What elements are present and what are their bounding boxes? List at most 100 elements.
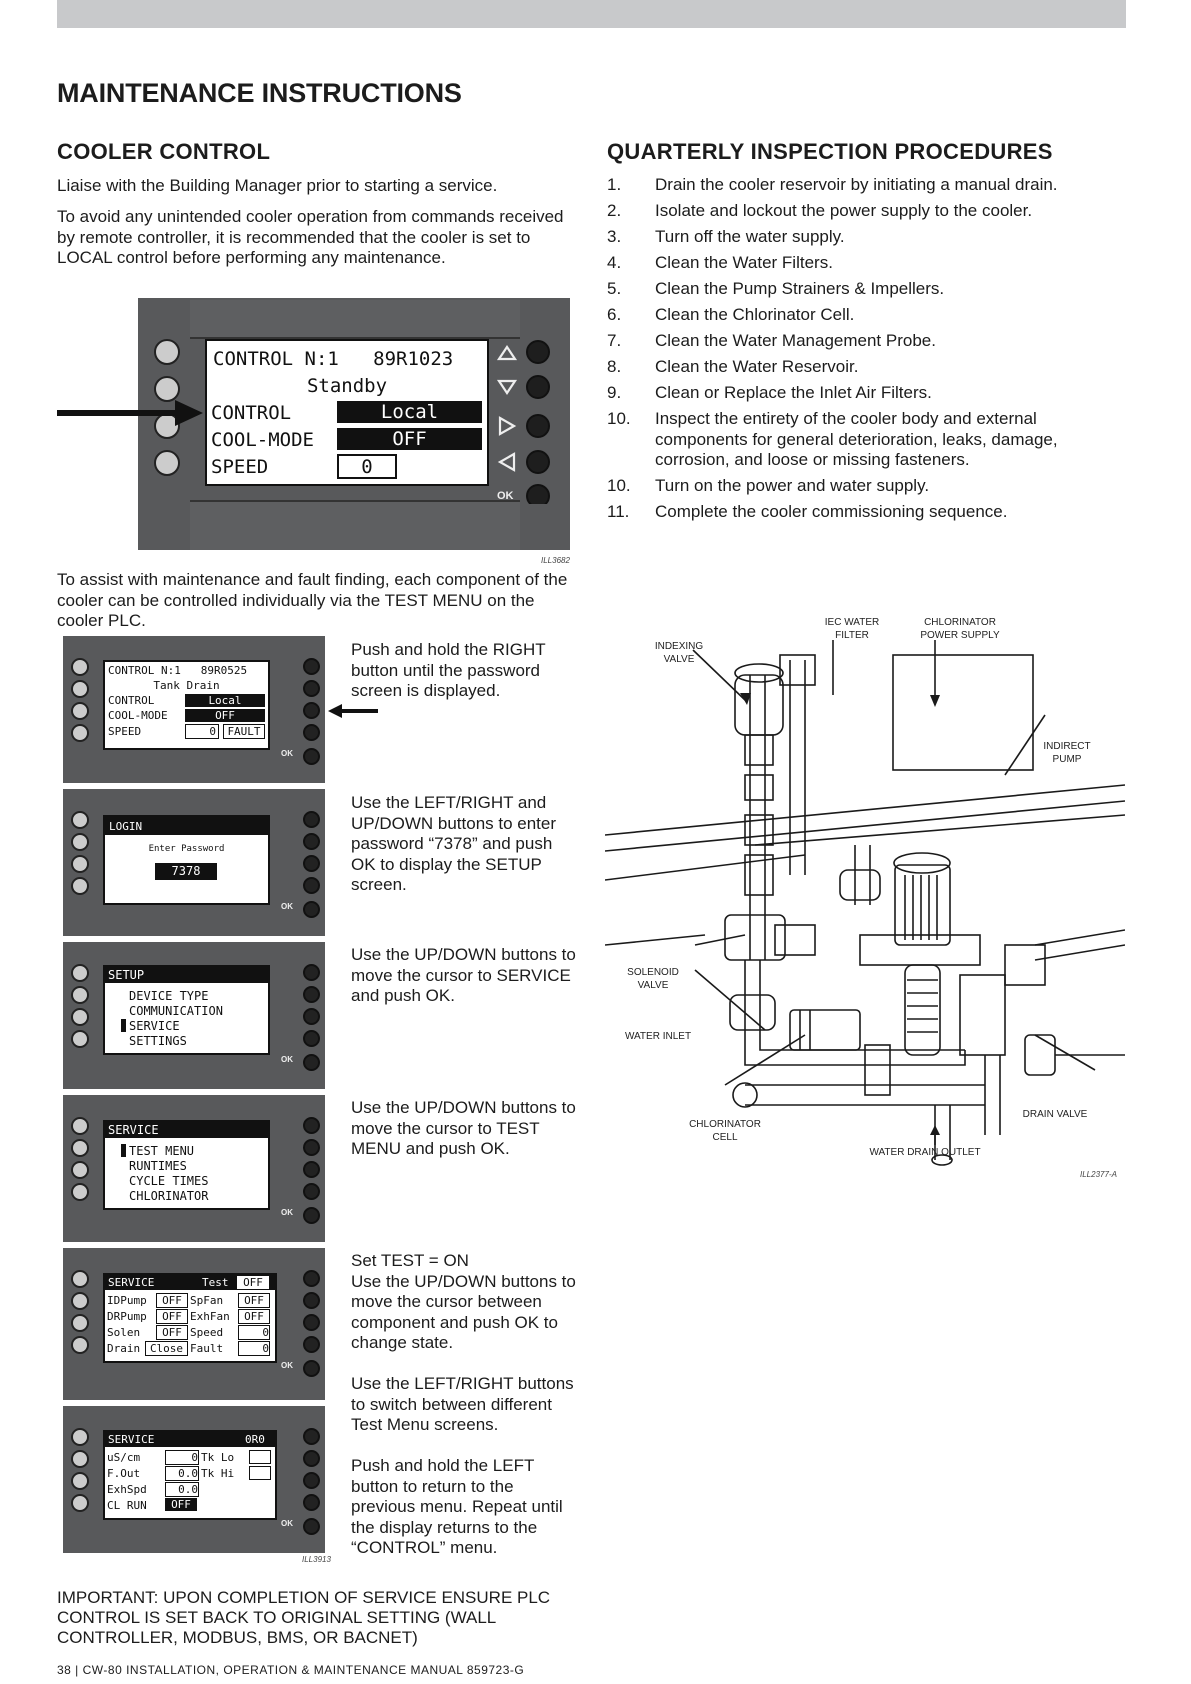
cooler-control-heading: COOLER CONTROL [57,139,271,164]
step-controller-right-button[interactable] [303,877,320,894]
step-controller-button[interactable] [71,1183,89,1201]
step-controller-right-button[interactable] [303,1450,320,1467]
step-controller-button[interactable] [71,964,89,982]
s5-test-label: Test [202,1276,229,1289]
step-controller-ok-button[interactable] [303,901,320,918]
controller-left-button-2[interactable] [154,376,180,402]
step-controller-button[interactable] [71,1336,89,1354]
step-controller-button[interactable] [71,1270,89,1288]
step-controller-button[interactable] [71,855,89,873]
controller-right-keypad: OK [496,340,550,504]
procedure-item: 10.Turn on the power and water supply. [607,476,930,495]
controller-screen-large: CONTROL N:1 89R1023 Standby CONTROL Loca… [205,339,489,486]
step-controller-button[interactable] [71,811,89,829]
screen-coolmode-value: OFF [337,428,482,450]
ok-label: OK [281,1208,293,1217]
step-controller-button[interactable] [71,986,89,1004]
s3-communication: COMMUNICATION [129,1004,223,1018]
s2-password-value: 7378 [155,863,217,880]
quarterly-procedures-list: 1.Drain the cooler reservoir by initiati… [607,175,1127,528]
s1-coolmode-value: OFF [185,709,265,722]
s5-service-title: SERVICE [108,1276,155,1289]
step-controller-button[interactable] [71,1117,89,1135]
s6-tkhi-label: Tk Hi [201,1467,235,1480]
step-controller-ok-button[interactable] [303,1360,320,1377]
chlorinator-power-supply-box [892,654,1034,771]
screen-speed-label: SPEED [211,456,269,478]
down-arrow-icon [496,379,518,395]
screen-control-value: Local [337,401,482,423]
s6-service-title: SERVICE [108,1433,155,1446]
step-controller-right-button[interactable] [303,1161,320,1178]
step-1-text: Push and hold the RIGHT button until the… [351,640,546,700]
step-controller-ok-button[interactable] [303,748,320,765]
step-controller-right-button[interactable] [303,1292,320,1309]
step-controller-right-button[interactable] [303,680,320,697]
step-controller-right-button[interactable] [303,964,320,981]
procedure-item: 10.Inspect the entirety of the cooler bo… [607,409,1058,469]
s4-chlorinator: CHLORINATOR [129,1189,209,1203]
header-bar [57,0,1126,28]
step-controller-button[interactable] [71,1450,89,1468]
s4-cycle-times: CYCLE TIMES [129,1174,209,1188]
controller-left-button-1[interactable] [154,339,180,365]
s5-test-value: OFF [237,1276,269,1289]
step-controller-button[interactable] [71,1030,89,1048]
step-controller-right-button[interactable] [303,1428,320,1445]
step-controller-right-button[interactable] [303,724,320,741]
step-3-text: Use the UP/DOWN buttons to move the curs… [351,945,576,1005]
step-controller-button[interactable] [71,1494,89,1512]
screen-control-label: CONTROL [211,402,292,424]
step-controller-right-button[interactable] [303,811,320,828]
cooler-control-intro: Liaise with the Building Manager prior t… [57,176,498,195]
step-controller-button[interactable] [71,1008,89,1026]
step-controller-button[interactable] [71,724,89,742]
procedure-item: 11.Complete the cooler commissioning seq… [607,502,1008,521]
label-chlorinator-cell: CHLORINATOR CELL [689,1119,761,1143]
step-controller-ok-button[interactable] [303,1207,320,1224]
step-controller-right-button[interactable] [303,1183,320,1200]
step-controller-right-button[interactable] [303,1314,320,1331]
step-controller-right-button[interactable] [303,855,320,872]
ok-label: OK [281,1519,293,1528]
controller-left-button-4[interactable] [154,450,180,476]
screen-line-title: CONTROL N:1 89R1023 [213,348,454,370]
step-controller-ok-button[interactable] [303,1518,320,1535]
ok-label: OK [281,902,293,911]
step-controller-right-button[interactable] [303,1336,320,1353]
step-controller-button[interactable] [71,1161,89,1179]
step-controller-right-button[interactable] [303,1030,320,1047]
label-drain-valve: DRAIN VALVE [1022,1109,1088,1120]
step-controller-right-button[interactable] [303,702,320,719]
step-controller-right-button[interactable] [303,1117,320,1134]
s6-clrun-label: CL RUN [107,1499,147,1512]
ok-label: OK [281,749,293,758]
s1-speed-value: 0 [185,724,219,739]
step-controller-button[interactable] [71,833,89,851]
s4-runtimes: RUNTIMES [129,1159,187,1173]
step-controller-button[interactable] [71,1314,89,1332]
step-controller-button[interactable] [71,1472,89,1490]
step-controller-ok-button[interactable] [303,1054,320,1071]
step-controller-button[interactable] [71,658,89,676]
s1-fault-value: FAULT [223,724,265,739]
step-controller-button[interactable] [71,1428,89,1446]
arrow-pointer-icon [57,400,203,426]
step-controller-button[interactable] [71,680,89,698]
s1-control-label: CONTROL [108,694,155,707]
step-controller-right-button[interactable] [303,833,320,850]
step-controller-right-button[interactable] [303,1270,320,1287]
s6-clrun-value: OFF [165,1498,197,1511]
step-controller-button[interactable] [71,1292,89,1310]
step-controller-button[interactable] [71,702,89,720]
step-controller-right-button[interactable] [303,1494,320,1511]
step-controller-right-button[interactable] [303,986,320,1003]
step-controller-right-button[interactable] [303,1139,320,1156]
step-controller-button[interactable] [71,877,89,895]
step-controller-right-button[interactable] [303,658,320,675]
s1-speed-label: SPEED [108,725,142,738]
left-arrow-icon [497,452,516,472]
step-controller-right-button[interactable] [303,1008,320,1025]
step-controller-right-button[interactable] [303,1472,320,1489]
step-controller-button[interactable] [71,1139,89,1157]
